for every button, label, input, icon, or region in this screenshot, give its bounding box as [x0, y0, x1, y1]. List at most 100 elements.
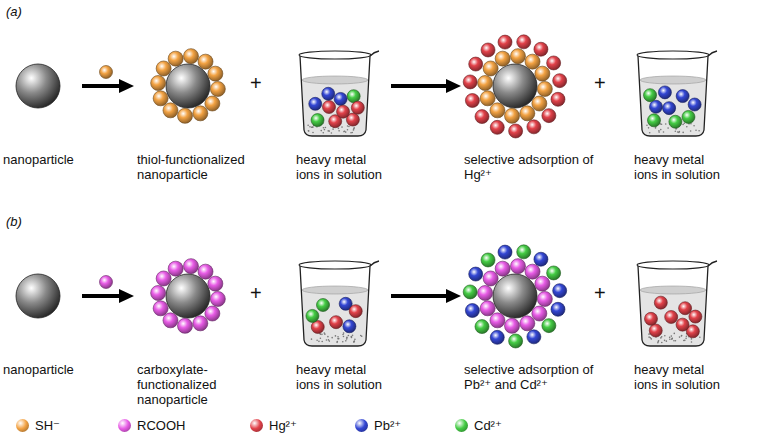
sediment-dot — [353, 341, 355, 343]
sediment-dot — [318, 341, 320, 343]
sediment-dot — [675, 340, 677, 342]
sediment-dot — [351, 336, 353, 338]
item-caption: heavy metal ions in solution — [634, 152, 726, 182]
sediment-dot — [324, 129, 326, 131]
ligand-ball — [510, 49, 525, 64]
beaker-rim — [299, 51, 371, 59]
ligand-ball — [535, 66, 550, 81]
sediment-dot — [686, 335, 688, 337]
ligand-ball — [205, 306, 220, 321]
solution-surface — [640, 76, 706, 84]
sediment-dot — [690, 130, 692, 132]
sediment-dot — [664, 335, 666, 337]
ion-ball — [490, 120, 504, 134]
item-caption: heavy metal ions in solution — [296, 152, 388, 182]
ligand-ball — [480, 301, 495, 316]
ligand-ball — [537, 291, 552, 306]
ion-ball — [330, 316, 343, 329]
sediment-dot — [360, 335, 362, 337]
figure-item: heavy metal ions in solution — [634, 260, 726, 392]
ligand-ball — [168, 51, 183, 66]
ligand-ball — [520, 106, 535, 121]
nanoparticle-core — [493, 274, 537, 318]
sediment-dot — [323, 127, 325, 129]
sediment-dot — [667, 127, 669, 129]
beaker-outline — [300, 51, 379, 136]
legend-swatch — [16, 419, 29, 432]
nanoparticle-core — [493, 64, 537, 108]
ion-ball — [553, 284, 567, 298]
ligand-ball — [156, 61, 171, 76]
ligand-ball — [205, 96, 220, 111]
arrow-head — [446, 289, 461, 303]
ion-ball — [517, 35, 531, 49]
ion-ball — [309, 97, 322, 110]
ligand-ball — [156, 271, 171, 286]
sediment-dot — [343, 131, 345, 133]
sediment-dot — [354, 340, 356, 342]
ion-ball — [465, 304, 479, 318]
sediment-dot — [322, 132, 324, 134]
sediment-dot — [682, 132, 684, 134]
sediment-dot — [658, 340, 660, 342]
sediment-dot — [337, 336, 339, 338]
ion-ball — [542, 109, 556, 123]
sediment-dot — [343, 336, 345, 338]
sediment-dot — [312, 126, 314, 128]
item-caption: nanoparticle — [3, 152, 79, 167]
ligand-ball — [525, 264, 540, 279]
arrow-shaft — [82, 84, 122, 88]
ion-ball — [322, 87, 335, 100]
figure-item: heavy metal ions in solution — [634, 50, 726, 182]
sediment-dot — [347, 129, 349, 131]
ligand-ball — [198, 54, 213, 69]
sediment-dot — [320, 337, 322, 339]
sediment-dot — [646, 124, 648, 126]
panel-tag: (b) — [6, 214, 22, 229]
sediment-dot — [666, 340, 668, 342]
ion-ball — [527, 120, 541, 134]
sediment-dot — [348, 126, 350, 128]
ligand-ball — [151, 76, 166, 91]
sediment-dot — [348, 335, 350, 337]
sediment-dot — [691, 341, 693, 343]
ion-ball — [509, 124, 523, 138]
legend-swatch — [250, 419, 263, 432]
ligand-ball — [210, 291, 225, 306]
sediment-dot — [341, 126, 343, 128]
item-caption: heavy metal ions in solution — [634, 362, 726, 392]
sediment-dot — [650, 338, 652, 340]
sediment-dot — [660, 129, 662, 131]
ion-ball — [475, 110, 489, 124]
sediment-dot — [352, 334, 354, 336]
sediment-dot — [326, 339, 328, 341]
sediment-dot — [683, 122, 685, 124]
legend-entry: Hg²⁺ — [250, 418, 297, 433]
ligand-ball — [178, 108, 193, 123]
sediment-dot — [684, 340, 686, 342]
figure-item: selective adsorption of Pb²⁺ and Cd²⁺ — [464, 250, 604, 392]
item-caption: heavy metal ions in solution — [296, 362, 388, 392]
figure-item: heavy metal ions in solution — [296, 260, 388, 392]
ion-ball — [663, 102, 676, 115]
plus-sign: + — [250, 72, 262, 95]
sediment-dot — [665, 123, 667, 125]
ion-ball — [649, 324, 662, 337]
sediment-dot — [312, 132, 314, 134]
plus-sign: + — [250, 282, 262, 305]
beaker-outline — [300, 261, 379, 346]
arrow-shaft — [391, 294, 449, 298]
sediment-dot — [321, 341, 323, 343]
sediment-dot — [671, 337, 673, 339]
ligand-ball — [198, 264, 213, 279]
arrow-head — [119, 289, 134, 303]
panel-tag: (a) — [6, 4, 22, 19]
ion-ball — [689, 310, 702, 323]
ion-ball — [465, 94, 479, 108]
sediment-dot — [329, 340, 331, 342]
solution-surface — [302, 286, 368, 294]
sediment-dot — [338, 130, 340, 132]
sediment-dot — [658, 131, 660, 133]
sediment-dot — [332, 128, 334, 130]
figure-item: heavy metal ions in solution — [296, 50, 388, 182]
